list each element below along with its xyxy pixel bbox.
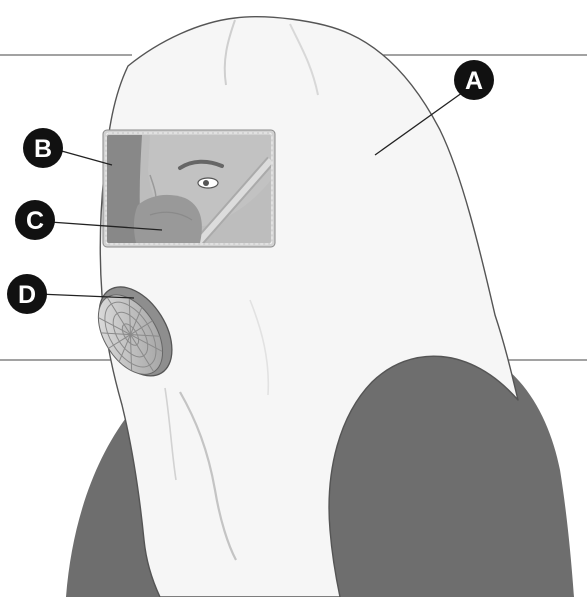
callout-d: D <box>7 274 47 314</box>
callout-a-label: A <box>465 67 483 95</box>
callout-d-label: D <box>18 281 36 309</box>
callout-b-label: B <box>34 135 52 163</box>
callout-a: A <box>454 60 494 100</box>
callout-c: C <box>15 200 55 240</box>
visor-window <box>107 135 271 243</box>
callout-c-label: C <box>26 207 44 235</box>
callout-b: B <box>23 128 63 168</box>
